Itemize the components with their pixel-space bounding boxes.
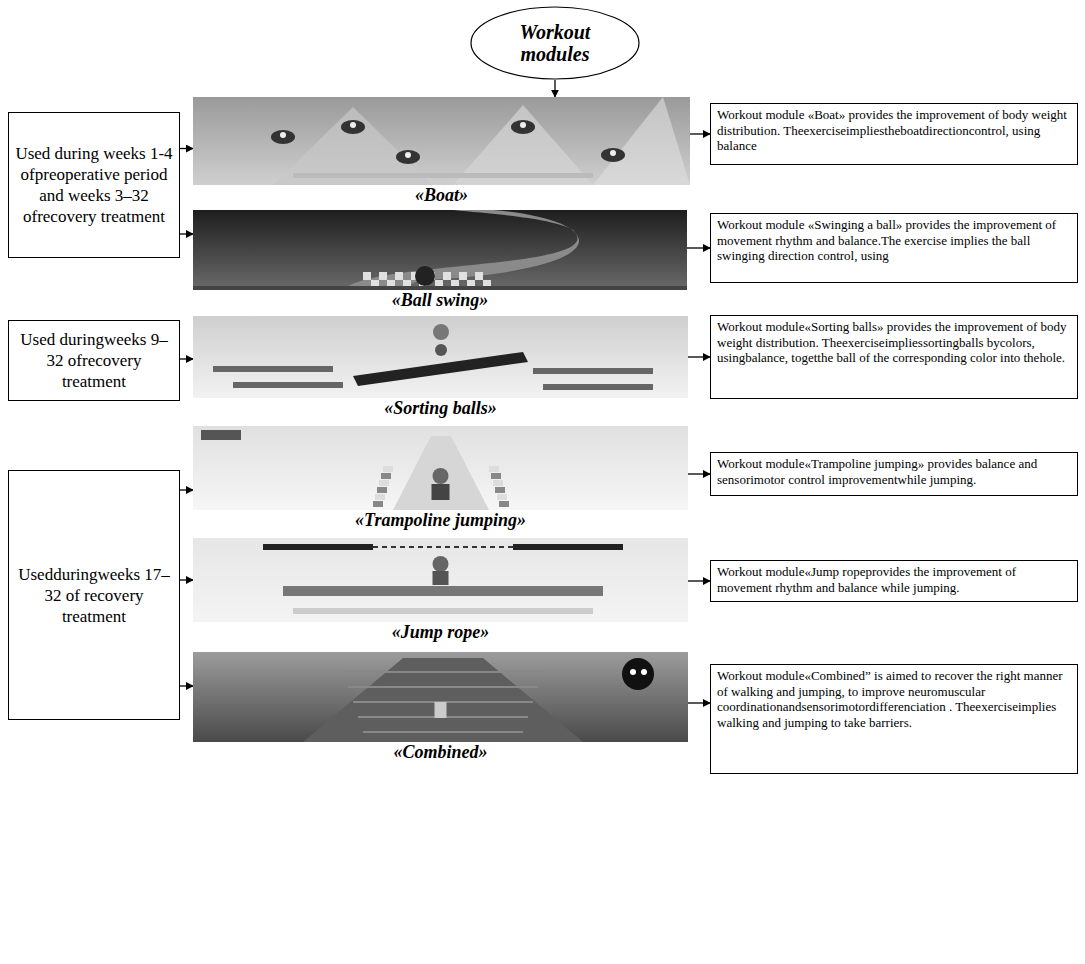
description-box: Workout module«Trampoline jumping» provi… (710, 452, 1078, 496)
description-box: Workout module«Sorting balls» provides t… (710, 315, 1078, 399)
description-box: Workout module«Combined” is aimed to rec… (710, 664, 1078, 774)
screenshot-panel: «Jump rope» (193, 538, 688, 622)
description-box: Workout module«Jump ropeprovides the imp… (710, 560, 1078, 602)
period-box: Used duringweeks 9–32 ofrecovery treatme… (8, 320, 180, 401)
arrow-connector (688, 473, 710, 474)
arrow-connector (180, 489, 193, 490)
screenshot-caption: «Combined» (193, 742, 688, 762)
arrow-connector (180, 685, 193, 686)
box-text: Workout module«Sorting balls» provides t… (717, 319, 1071, 366)
box-text: Used during weeks 1-4 ofpreoperative per… (15, 143, 173, 227)
box-text: Workout module «Boat» provides the impro… (717, 107, 1071, 154)
title-ellipse: Workout modules (470, 6, 640, 80)
box-text: Workout module«Combined” is aimed to rec… (717, 668, 1071, 730)
arrow-connector (688, 580, 710, 581)
box-text: Workout module«Jump ropeprovides the imp… (717, 564, 1071, 595)
screenshot-caption: «Jump rope» (193, 622, 688, 642)
screenshot-caption: «Ball swing» (193, 290, 687, 310)
box-text: Usedduringweeks 17–32 of recovery treatm… (15, 564, 173, 627)
game-screenshot (193, 316, 688, 398)
game-screenshot (193, 210, 687, 290)
box-text: Used duringweeks 9–32 ofrecovery treatme… (15, 329, 173, 392)
screenshot-panel: «Boat» (193, 97, 690, 185)
screenshot-caption: «Boat» (193, 185, 690, 205)
arrow-connector (180, 358, 193, 359)
period-box: Used during weeks 1-4 ofpreoperative per… (8, 112, 180, 258)
box-text: Workout module «Swinging a ball» provide… (717, 217, 1071, 264)
arrow-connector (687, 247, 710, 248)
screenshot-panel: «Trampoline jumping» (193, 426, 688, 510)
game-screenshot (193, 652, 688, 742)
arrow-connector (554, 80, 555, 97)
arrow-connector (688, 356, 710, 357)
description-box: Workout module «Swinging a ball» provide… (710, 213, 1078, 283)
box-text: Workout module«Trampoline jumping» provi… (717, 456, 1071, 487)
game-screenshot (193, 97, 690, 185)
screenshot-panel: «Ball swing» (193, 210, 687, 290)
game-screenshot (193, 426, 688, 510)
arrow-connector (690, 133, 710, 134)
screenshot-panel: «Sorting balls» (193, 316, 688, 398)
screenshot-panel: «Combined» (193, 652, 688, 742)
box-text: Workout modules (470, 21, 640, 65)
arrow-connector (180, 233, 193, 234)
description-box: Workout module «Boat» provides the impro… (710, 103, 1078, 165)
period-box: Usedduringweeks 17–32 of recovery treatm… (8, 470, 180, 720)
arrow-connector (688, 702, 710, 703)
screenshot-caption: «Trampoline jumping» (193, 510, 688, 530)
arrow-connector (180, 148, 193, 149)
screenshot-caption: «Sorting balls» (193, 398, 688, 418)
game-screenshot (193, 538, 688, 622)
arrow-connector (180, 579, 193, 580)
